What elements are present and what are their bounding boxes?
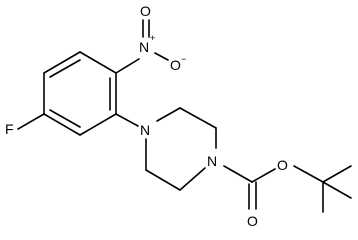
atom-nitro-oxygen-bottom: O [170,57,181,73]
bond-ring-c4-c5 [79,113,117,136]
bond-tert-methyl-1 [322,165,352,183]
nitro-negative-charge: − [181,54,186,64]
bond-pip-c5-c6 [145,169,181,191]
bond-n-carbonyl-carbon [223,165,253,183]
bond-c-n-nitro [115,58,140,74]
bond-o-tert-carbon [293,165,324,183]
bond-ring-c1-c2 [43,51,81,74]
atom-ester-oxygen: O [277,157,288,173]
nitro-positive-charge: + [150,33,155,43]
bond-pip-c2-c3 [179,107,217,129]
bond-n-o-single [154,52,169,61]
bond-c-o-ester [251,168,276,183]
bond-tert-methyl-2 [322,181,352,199]
benzene-ring [43,51,117,136]
bond-aryl-piperazine [115,113,139,127]
atom-nitro-oxygen-top: O [140,3,151,19]
bond-c-f [17,113,45,130]
bond-ring-inner-double-3 [49,109,81,128]
bond-ring-c2-c3 [79,51,117,74]
bond-pip-n4-c5 [179,167,206,191]
atom-nitro-nitrogen: N [139,39,149,55]
piperazine-ring: N N [140,107,217,191]
bond-pip-n1-c2 [156,107,181,122]
atom-piperazine-n-aryl: N [140,122,150,138]
bond-ring-inner-double-1 [49,59,81,78]
atom-carbonyl-oxygen: O [247,213,258,229]
atom-piperazine-n-boc: N [207,153,217,169]
atom-fluorine: F [5,121,14,137]
bond-ring-c5-c6 [43,113,81,136]
